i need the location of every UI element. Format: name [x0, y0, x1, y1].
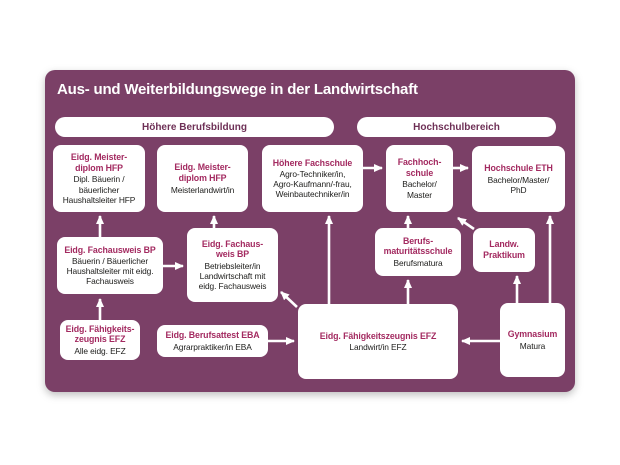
box-meisterdiplom-hfp-landwirt: Eidg. Meister- diplom HFP Meisterlandwir… [157, 145, 248, 212]
box-fachausweis-bp-baeuerin: Eidg. Fachausweis BP Bäuerin / Bäuerlich… [57, 237, 163, 294]
section-pill-label: Höhere Berufsbildung [141, 121, 247, 133]
section-pill-label: Hochschulbereich [413, 121, 500, 133]
box-fachhochschule: Fachhoch- schule Bachelor/ Master [386, 145, 453, 212]
box-body: Landwirt/in EFZ [349, 342, 407, 353]
box-title: Berufs- maturitätsschule [383, 235, 453, 257]
box-body: Bachelor/Master/ PhD [487, 174, 550, 195]
box-body: Berufsmatura [393, 258, 443, 268]
box-title: Hochschule ETH [484, 163, 553, 174]
box-title: Eidg. Fachausweis BP [64, 244, 156, 255]
box-body: Dipl. Bäuerin / bäuerlicher Haushaltslei… [62, 174, 136, 205]
box-efz-alle: Eidg. Fähigkeits- zeugnis EFZ Alle eidg.… [60, 320, 140, 360]
box-body: Alle eidg. EFZ [74, 346, 126, 356]
box-body: Bäuerin / Bäuerlicher Haushaltsleiter mi… [66, 256, 154, 287]
box-title: Eidg. Meister- diplom HFP [174, 162, 231, 183]
box-body: Agrarpraktiker/in EBA [173, 341, 252, 352]
diagram-card: Aus- und Weiterbildungswege in der Landw… [45, 70, 575, 392]
diagram-title: Aus- und Weiterbildungswege in der Landw… [57, 81, 418, 98]
box-title: Landw. Praktikum [483, 239, 525, 260]
arrow-landw-praktikum-to-fachhochschule [457, 216, 475, 231]
box-body: Betriebsleiter/in Landwirtschaft mit eid… [198, 260, 267, 292]
box-title: Eidg. Berufsattest EBA [165, 330, 260, 341]
box-title: Gymnasium [507, 329, 558, 340]
box-gymnasium: Gymnasium Matura [500, 303, 565, 377]
box-body: Meisterlandwirt/in [170, 184, 235, 195]
box-berufsattest-eba: Eidg. Berufsattest EBA Agrarpraktiker/in… [157, 325, 268, 357]
box-body: Bachelor/ Master [402, 179, 437, 200]
box-fachausweis-bp-betriebsleiter: Eidg. Fachaus- weis BP Betriebsleiter/in… [187, 228, 278, 302]
box-hoehere-fachschule: Höhere Fachschule Agro-Techniker/in, Agr… [262, 145, 363, 212]
box-body: Agro-Techniker/in, Agro-Kaufmann/-frau, … [273, 169, 352, 200]
arrow-efz-landwirt-to-fachausweis-bp-betriebsleiter [280, 291, 298, 308]
box-meisterdiplom-hfp-hauswirtschaft: Eidg. Meister- diplom HFP Dipl. Bäuerin … [53, 145, 145, 212]
section-pill-hochschulbereich: Hochschulbereich [357, 117, 556, 137]
section-pill-hoehere-berufsbildung: Höhere Berufsbildung [55, 117, 334, 137]
box-title: Eidg. Fähigkeits- zeugnis EFZ [65, 323, 135, 345]
box-berufsmaturitaetsschule: Berufs- maturitätsschule Berufsmatura [375, 228, 461, 276]
box-efz-landwirt: Eidg. Fähigkeitszeugnis EFZ Landwirt/in … [298, 304, 458, 379]
box-title: Eidg. Fachaus- weis BP [201, 238, 264, 260]
box-title: Fachhoch- schule [397, 157, 442, 178]
box-title: Eidg. Meister- diplom HFP [70, 152, 128, 173]
box-title: Eidg. Fähigkeitszeugnis EFZ [319, 330, 437, 341]
box-landw-praktikum: Landw. Praktikum [473, 228, 535, 272]
box-hochschule-eth: Hochschule ETH Bachelor/Master/ PhD [472, 146, 565, 212]
box-title: Höhere Fachschule [272, 157, 353, 168]
box-body: Matura [519, 340, 546, 351]
